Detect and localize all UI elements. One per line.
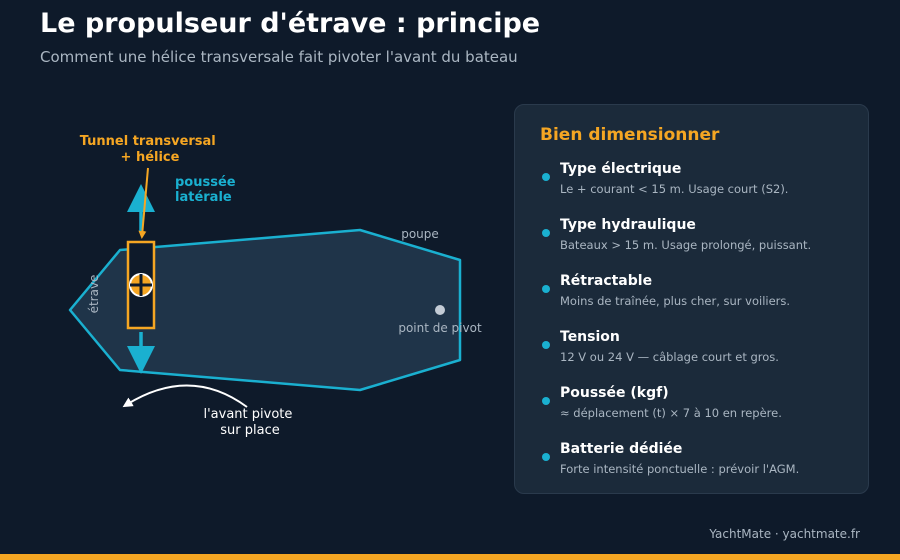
stern-label: poupe [401,227,439,241]
page-subtitle: Comment une hélice transversale fait piv… [40,48,518,66]
item-description: Le + courant < 15 m. Usage court (S2). [560,182,789,196]
item-title: Batterie dédiée [560,441,683,457]
footer-credit: YachtMate · yachtmate.fr [709,527,860,541]
bullet-dot-icon [542,453,550,461]
pivot-point-dot [435,305,445,315]
list-item: Rétractable Moins de traînée, plus cher,… [515,273,868,323]
accent-bar [0,554,900,560]
boat-hull [68,228,462,392]
item-title: Type électrique [560,161,682,177]
bullet-dot-icon [542,229,550,237]
panel-title: Bien dimensionner [540,125,720,145]
item-description: Bateaux > 15 m. Usage prolongé, puissant… [560,238,812,252]
item-description: Moins de traînée, plus cher, sur voilier… [560,294,791,308]
item-title: Poussée (kgf) [560,385,669,401]
item-title: Tension [560,329,620,345]
item-title: Rétractable [560,273,653,289]
sizing-panel: Bien dimensionner Type électrique Le + c… [514,104,869,494]
list-item: Type hydraulique Bateaux > 15 m. Usage p… [515,217,868,267]
list-item: Type électrique Le + courant < 15 m. Usa… [515,161,868,211]
bullet-dot-icon [542,173,550,181]
list-item: Poussée (kgf) ≈ déplacement (t) × 7 à 10… [515,385,868,435]
page-title: Le propulseur d'étrave : principe [40,8,541,39]
bow-label: étrave [87,275,101,314]
item-title: Type hydraulique [560,217,696,233]
tunnel-pointer-arrow [138,167,149,239]
pivot-point-label: point de pivot [398,321,482,335]
list-item: Batterie dédiée Forte intensité ponctuel… [515,441,868,491]
item-description: 12 V ou 24 V — câblage court et gros. [560,350,779,364]
bullet-dot-icon [542,285,550,293]
item-description: Forte intensité ponctuelle : prévoir l'A… [560,462,800,476]
tunnel-label: Tunnel transversal + hélice [80,134,221,165]
pivot-note: l'avant pivote sur place [203,407,296,438]
pivot-curve-arrow [122,384,248,408]
bullet-dot-icon [542,397,550,405]
propeller-icon [129,273,153,297]
item-description: ≈ déplacement (t) × 7 à 10 en repère. [560,406,782,420]
bullet-dot-icon [542,341,550,349]
list-item: Tension 12 V ou 24 V — câblage court et … [515,329,868,379]
thrust-label: poussée latérale [175,175,240,205]
